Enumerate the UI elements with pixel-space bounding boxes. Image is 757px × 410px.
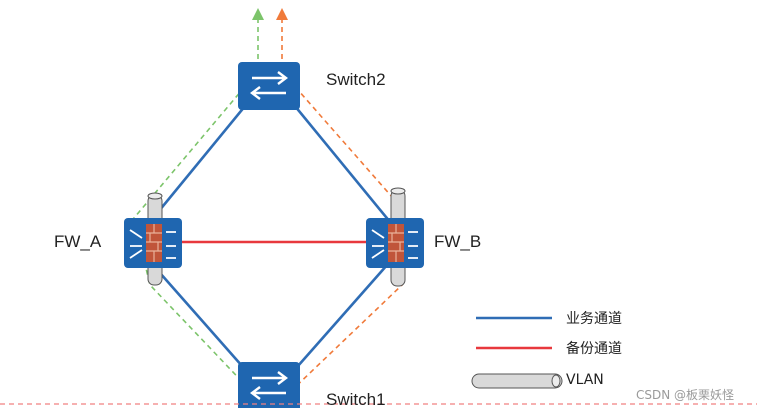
orange-arrow-icon <box>276 8 288 20</box>
switch1-icon <box>238 362 300 408</box>
fw-b-label: FW_B <box>434 232 482 251</box>
green-dashed-path <box>133 18 259 393</box>
legend-service-label: 业务通道 <box>566 311 622 327</box>
green-arrow-icon <box>252 8 264 20</box>
switch2-icon <box>238 62 300 110</box>
legend-vlan-swatch <box>471 373 563 389</box>
legend-vlan-cap <box>551 374 561 388</box>
link-switch2-fwb <box>288 99 397 229</box>
orange-dashed-path <box>281 18 403 393</box>
switch1-label: Switch1 <box>326 390 386 409</box>
switch2-label: Switch2 <box>326 70 386 89</box>
legend-backup-label: 备份通道 <box>566 341 622 357</box>
fw-a-label: FW_A <box>54 232 102 251</box>
firewall-fwa-icon <box>124 218 182 268</box>
firewall-fwb-icon <box>366 218 424 268</box>
watermark: CSDN @板栗妖怪 <box>636 388 735 402</box>
link-fwb-switch1 <box>289 255 396 376</box>
legend-vlan-label: VLAN <box>566 372 604 388</box>
